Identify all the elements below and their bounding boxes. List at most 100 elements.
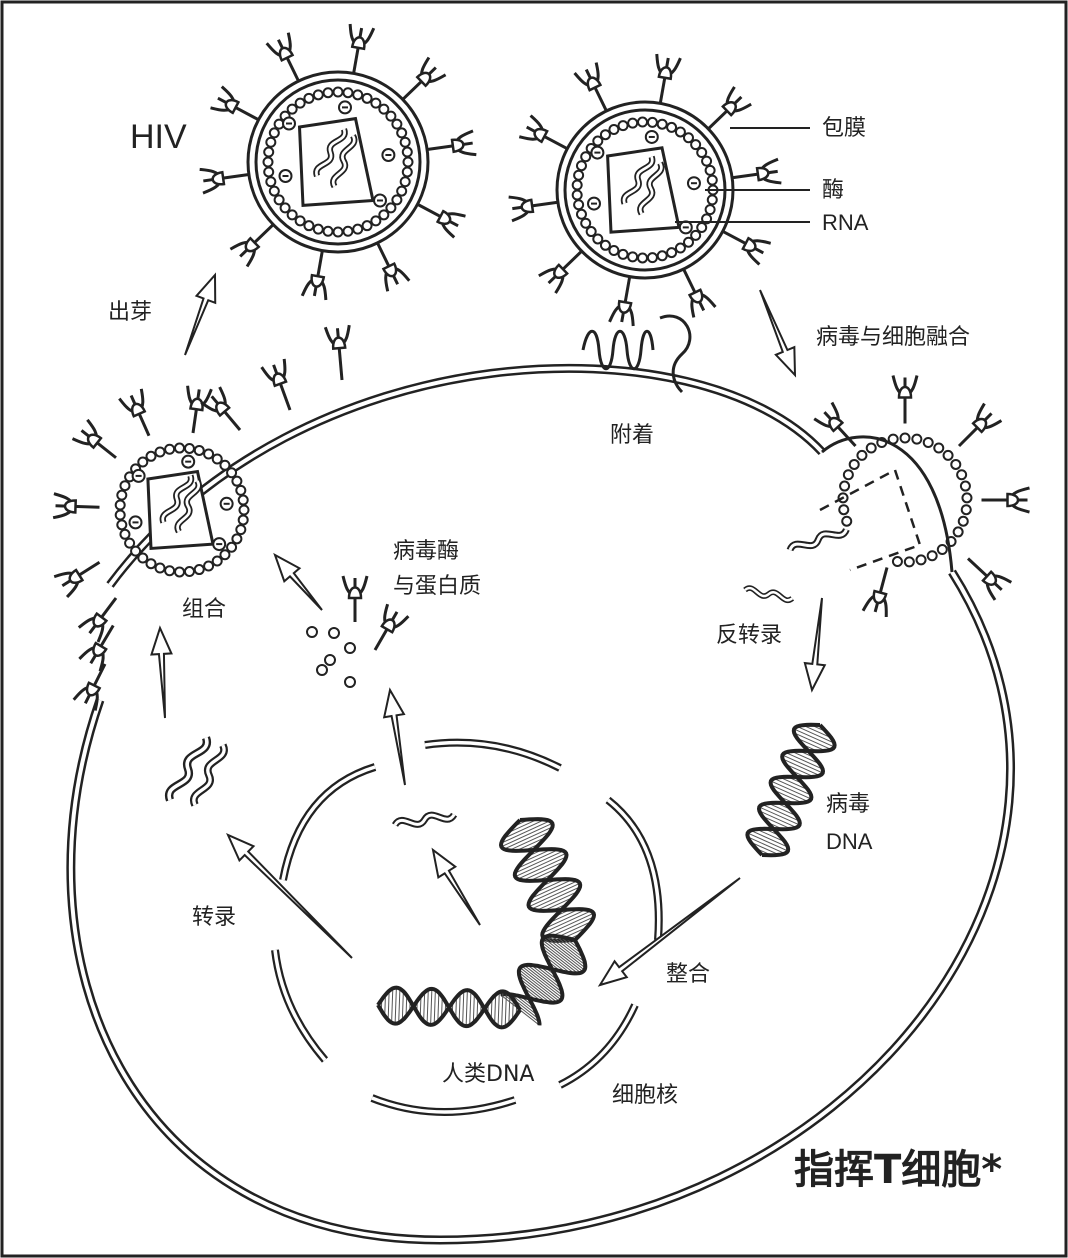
envelope-spike — [265, 32, 300, 82]
protein-particle — [306, 626, 318, 638]
capsid — [606, 146, 681, 234]
envelope-spike — [401, 56, 447, 101]
envelope-spike — [957, 402, 1003, 448]
matrix-bead — [841, 515, 853, 527]
matrix-bead — [903, 556, 915, 568]
matrix-bead — [154, 446, 166, 458]
envelope-spike — [53, 560, 101, 599]
matrix-bead — [332, 226, 344, 238]
matrix-bead — [226, 541, 238, 553]
protein-particle — [344, 676, 356, 688]
matrix-bead — [580, 151, 592, 163]
matrix-bead — [203, 448, 215, 460]
matrix-bead — [119, 528, 131, 540]
matrix-bead — [396, 127, 408, 139]
envelope-spike — [200, 386, 242, 431]
cell-title: 指挥T细胞* — [794, 1147, 1003, 1193]
matrix-bead — [174, 442, 186, 454]
integration-label: 整合 — [666, 962, 711, 987]
matrix-bead — [575, 208, 587, 220]
matrix-bead — [682, 236, 694, 248]
matrix-bead — [137, 456, 149, 468]
envelope-spike — [71, 418, 117, 459]
matrix-bead — [838, 504, 850, 516]
matrix-bead — [137, 552, 149, 564]
matrix-bead — [263, 146, 275, 158]
matrix-bead — [164, 565, 176, 577]
viral-enzymes-label-line2: 与蛋白质 — [393, 574, 482, 599]
hiv-virion-budded — [199, 23, 477, 301]
transcription-label: 转录 — [192, 905, 237, 930]
matrix-bead — [617, 248, 629, 260]
matrix-bead — [915, 554, 927, 566]
matrix-bead — [701, 155, 713, 167]
viral-enzymes-label-line1: 病毒酶 — [393, 539, 460, 564]
matrix-bead — [956, 469, 968, 481]
matrix-bead — [599, 239, 611, 251]
matrix-bead — [332, 86, 344, 98]
rna-label: RNA — [822, 210, 869, 235]
matrix-bead — [378, 103, 390, 115]
envelope-spike — [78, 624, 115, 672]
matrix-bead — [211, 555, 223, 567]
matrix-bead — [399, 176, 411, 188]
matrix-bead — [842, 469, 854, 481]
matrix-bead — [219, 549, 231, 561]
matrix-bead — [627, 251, 639, 263]
matrix-bead — [231, 533, 243, 545]
matrix-bead — [690, 139, 702, 151]
human-dna-helix-mid — [500, 933, 588, 1026]
hiv-virion-assembling — [52, 385, 250, 711]
envelope-spike — [891, 375, 919, 424]
matrix-bead — [294, 97, 306, 109]
matrix-bead — [961, 492, 973, 504]
matrix-bead — [361, 220, 373, 232]
rna-strand — [174, 479, 202, 534]
viral-proteins — [200, 324, 410, 688]
matrix-bead — [575, 160, 587, 172]
matrix-bead — [312, 89, 324, 101]
matrix-bead — [646, 252, 658, 264]
viral-dna-label-line1: 病毒 — [826, 792, 871, 817]
matrix-bead — [399, 136, 411, 148]
matrix-bead — [396, 185, 408, 197]
envelope-spike — [426, 129, 477, 157]
matrix-bead — [950, 458, 962, 470]
envelope-spike — [323, 324, 351, 381]
matrix-bead — [674, 126, 686, 138]
matrix-bead — [690, 229, 702, 241]
protein-particle — [324, 654, 336, 666]
envelope-spike — [376, 242, 411, 292]
matrix-bead — [391, 194, 403, 206]
rna-strand — [313, 128, 348, 178]
matrix-bead — [911, 433, 923, 445]
matrix-bead — [370, 215, 382, 227]
hiv-virion-attaching — [508, 53, 782, 327]
matrix-bead — [608, 244, 620, 256]
matrix-bead — [391, 118, 403, 130]
viral-dna-helix — [745, 722, 837, 858]
matrix-bead — [957, 515, 969, 527]
matrix-bead — [238, 504, 250, 516]
matrix-bead — [571, 179, 583, 191]
rna-strand — [743, 585, 795, 603]
envelope-spike — [707, 86, 752, 130]
process-arrow — [759, 289, 797, 378]
matrix-bead — [666, 247, 678, 259]
rna-strand — [637, 161, 665, 216]
matrix-bead — [573, 199, 585, 211]
matrix-bead — [279, 202, 291, 214]
matrix-bead — [922, 437, 934, 449]
matrix-bead — [265, 136, 277, 148]
envelope-spike — [186, 385, 213, 434]
matrix-bead — [211, 453, 223, 465]
matrix-bead — [174, 566, 186, 578]
matrix-bead — [352, 89, 364, 101]
envelope-spike — [682, 268, 717, 318]
matrix-bead — [312, 223, 324, 235]
matrix-bead — [960, 504, 972, 516]
budding-label: 出芽 — [108, 300, 153, 325]
matrix-bead — [114, 499, 126, 511]
outer-envelope — [246, 70, 430, 254]
envelope-spike — [416, 202, 466, 239]
